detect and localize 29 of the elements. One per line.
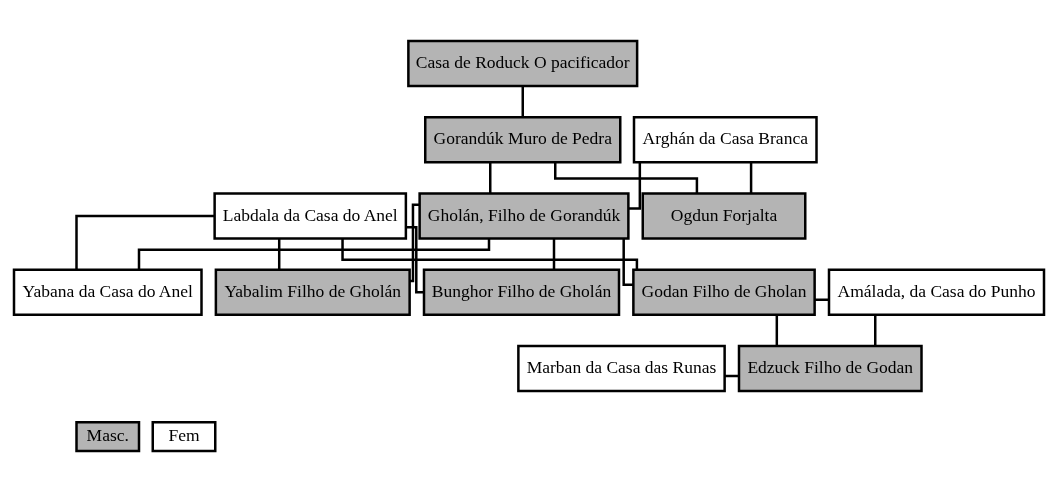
node-box: Godan Filho de Gholan (632, 268, 816, 316)
node-box: Yabalim Filho de Gholán (214, 268, 411, 316)
connector (521, 85, 524, 117)
connector (775, 314, 779, 346)
connector (552, 238, 556, 269)
connector (277, 238, 281, 269)
node-box: Bunghor Filho de Gholán (422, 268, 621, 316)
connector (341, 238, 639, 270)
connector (628, 161, 642, 210)
node-box: Labdala da Casa do Anel (213, 191, 408, 240)
connector (406, 225, 424, 293)
node-box: Ogdun Forjalta (641, 191, 807, 240)
node-box: Amálada, da Casa do Punho (827, 268, 1046, 316)
connector (749, 162, 753, 193)
connector (410, 203, 420, 282)
legend-label: Masc. (86, 424, 129, 445)
connector (489, 162, 492, 193)
node-box: Yabana da Casa do Anel (12, 268, 203, 316)
node-box: Edzuck Filho de Godan (737, 344, 923, 392)
connector (137, 238, 491, 269)
node-box: Gorandúk Muro de Pedra (424, 115, 622, 163)
node-box: Marban da Casa das Runas (517, 344, 726, 392)
node-box: Casa de Roduck O pacificador (407, 39, 639, 87)
node-box: Gholán, Filho de Gorandúk (418, 191, 630, 240)
connector (75, 214, 215, 269)
legend-label: Fem (168, 424, 200, 445)
node-box: Arghán da Casa Branca (632, 115, 818, 163)
connector (622, 238, 634, 286)
connector (874, 314, 877, 346)
